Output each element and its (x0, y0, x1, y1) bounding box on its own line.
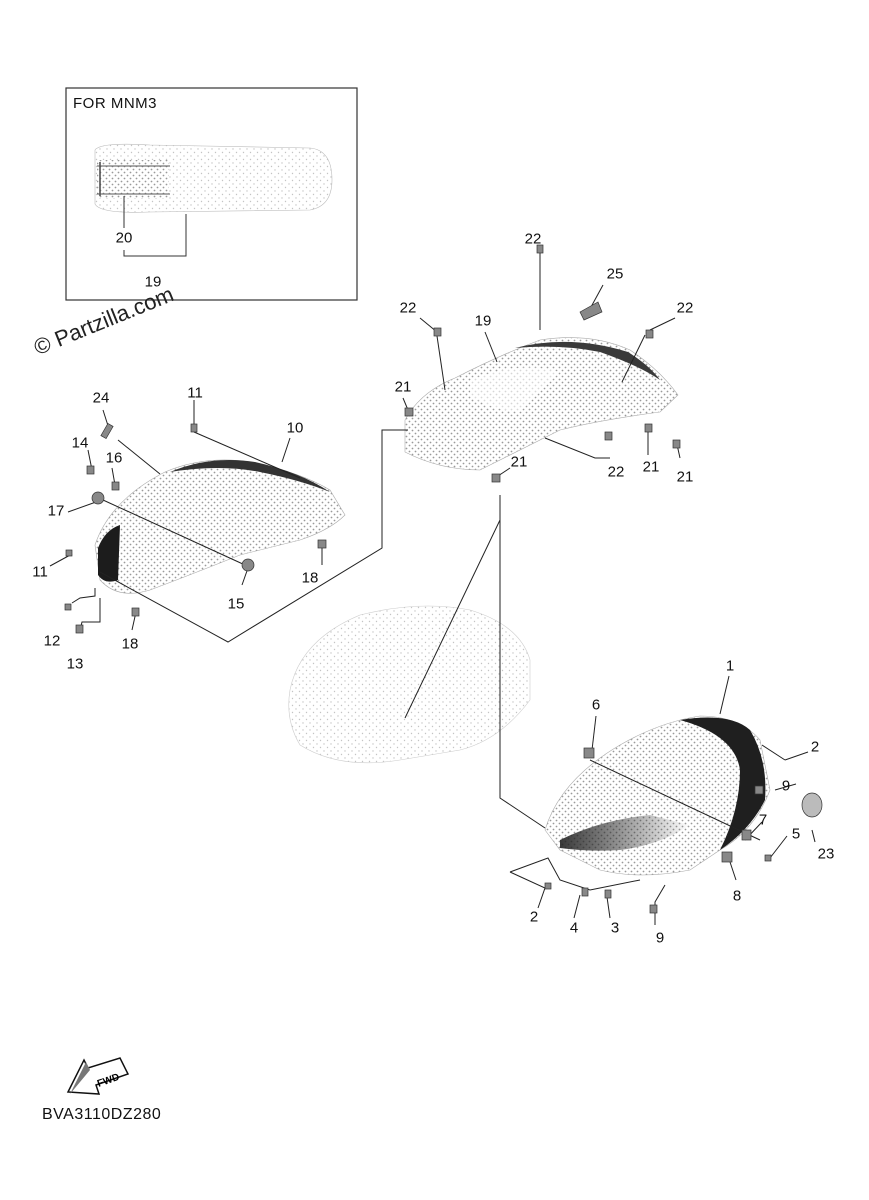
callout-17[interactable]: 17 (47, 502, 65, 520)
part-1-cover-drawing (544, 715, 771, 876)
inset-title: FOR MNM3 (73, 95, 157, 112)
callout-2-bottom[interactable]: 2 (529, 908, 539, 926)
callout-18-right[interactable]: 18 (301, 569, 319, 587)
callout-5[interactable]: 5 (791, 825, 801, 843)
callout-21-mid[interactable]: 21 (510, 453, 528, 471)
callout-25[interactable]: 25 (606, 265, 624, 283)
callout-15[interactable]: 15 (227, 595, 245, 613)
callout-2-right[interactable]: 2 (810, 738, 820, 756)
inset-leaders (123, 196, 187, 257)
callout-19[interactable]: 19 (474, 312, 492, 330)
inset-frame (65, 87, 358, 301)
fwd-arrow-icon (66, 1057, 130, 1095)
callout-4[interactable]: 4 (569, 919, 579, 937)
callout-7[interactable]: 7 (758, 811, 768, 829)
fuel-tank-drawing (288, 605, 531, 764)
callout-6[interactable]: 6 (591, 696, 601, 714)
callout-3[interactable]: 3 (610, 919, 620, 937)
callout-12[interactable]: 12 (43, 632, 61, 650)
callout-11-left[interactable]: 11 (32, 563, 48, 581)
callout-21-left[interactable]: 21 (394, 378, 412, 396)
callout-inset-19[interactable]: 19 (144, 273, 162, 291)
callout-21-right-b[interactable]: 21 (676, 468, 694, 486)
callout-1[interactable]: 1 (725, 657, 735, 675)
callout-21-right-a[interactable]: 21 (642, 458, 660, 476)
callout-22-top[interactable]: 22 (524, 230, 542, 248)
callout-22-bottom[interactable]: 22 (607, 463, 625, 481)
callout-inset-20[interactable]: 20 (115, 229, 133, 247)
callout-23[interactable]: 23 (817, 845, 835, 863)
diagram-code: BVA3110DZ280 (42, 1106, 162, 1123)
callout-9-right[interactable]: 9 (781, 777, 791, 795)
callout-11-top[interactable]: 11 (187, 384, 203, 402)
fasteners (64, 244, 823, 914)
part-10-cover-drawing (94, 459, 346, 594)
callout-24[interactable]: 24 (92, 389, 110, 407)
callout-22-right[interactable]: 22 (676, 299, 694, 317)
callout-16[interactable]: 16 (105, 449, 123, 467)
callout-9-bottom[interactable]: 9 (655, 929, 665, 947)
part-19-cover-drawing (404, 337, 679, 471)
callout-18-left[interactable]: 18 (121, 635, 139, 653)
callout-10[interactable]: 10 (286, 419, 304, 437)
callout-22-left[interactable]: 22 (399, 299, 417, 317)
callout-14[interactable]: 14 (71, 434, 89, 452)
callout-13[interactable]: 13 (66, 655, 84, 673)
callout-8[interactable]: 8 (732, 887, 742, 905)
inset-cover-drawing (94, 143, 333, 213)
